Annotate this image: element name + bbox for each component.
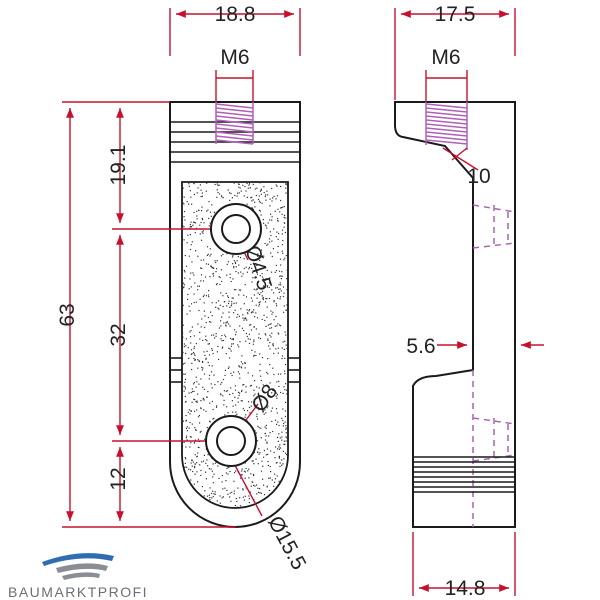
brand-name: BAUMARKTPROFI — [8, 584, 148, 600]
upper-mounting-hole — [210, 203, 262, 255]
side-thread-insert — [425, 102, 468, 150]
dim-mid-label: 32 — [107, 323, 130, 346]
side-base-grooves — [413, 456, 515, 493]
side-view-outline — [394, 101, 516, 528]
front-thread-insert — [215, 102, 254, 145]
dim-bottom-label: 12 — [107, 467, 130, 490]
brand-logo: BAUMARKTPROFI — [8, 553, 148, 600]
front-thread-label: M6 — [220, 46, 249, 69]
outer-radius-label: Ø15.5 — [263, 512, 310, 573]
side-thickness-label: 5.6 — [406, 335, 435, 358]
side-view: 17.5 M6 10 5.6 14.8 — [394, 3, 544, 600]
front-width-label: 18.8 — [215, 3, 256, 26]
side-thread-label: M6 — [431, 46, 460, 69]
dim-top-label: 19.1 — [107, 145, 130, 186]
lower-mounting-hole — [205, 415, 257, 467]
overall-height-label: 63 — [56, 303, 79, 326]
side-width-label: 17.5 — [435, 3, 476, 26]
side-dimensions — [394, 8, 544, 596]
side-hidden-lines — [472, 204, 516, 527]
front-view: 18.8 M6 63 19.1 32 12 Ø4.5 Ø8 Ø15.5 — [56, 3, 310, 574]
side-depth-label: 10 — [467, 165, 490, 188]
front-dimensions — [62, 8, 301, 528]
side-base-label: 14.8 — [445, 577, 486, 600]
front-view-inset-panel — [181, 181, 289, 509]
roof-swoosh-icon — [42, 553, 114, 580]
